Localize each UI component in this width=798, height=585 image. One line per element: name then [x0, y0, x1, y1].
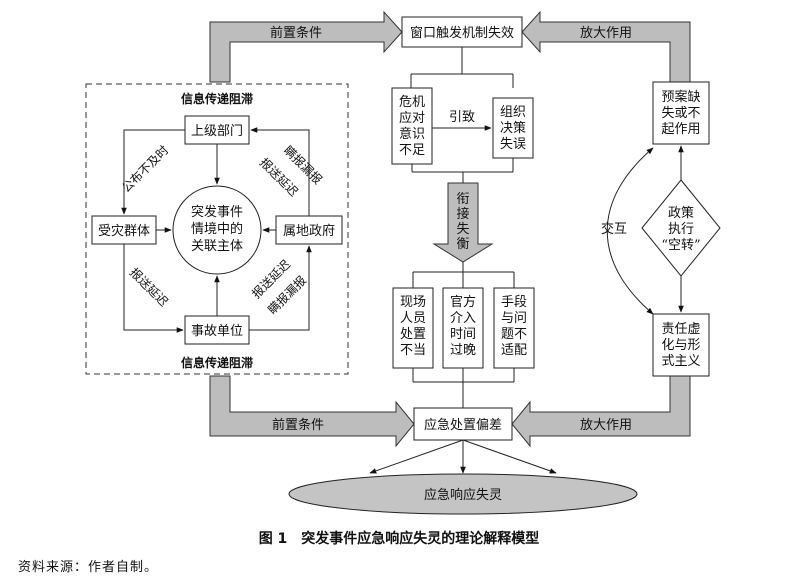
crisis-awareness-text: 危机 应对 意识 不足	[399, 95, 425, 158]
handling-deviation-text: 应急处置偏差	[424, 417, 502, 433]
node-line: 执行	[668, 222, 694, 237]
node-line: 式主义	[661, 354, 700, 369]
amplify-label-top: 放大作用	[580, 26, 632, 41]
accident-unit-text: 事故单位	[191, 324, 243, 339]
center-subjects-text: 突发事件 情境中的 关联主体	[191, 204, 243, 254]
model-diagram: 前置条件 放大作用 前置条件 放大作用 衔 接 失 衡 窗口触发机制失效 危机 …	[85, 10, 721, 515]
node-line: 应对	[399, 110, 425, 126]
handling-deviation-box	[413, 407, 513, 441]
node-line: 现场	[400, 295, 426, 310]
node-line: 突发事件	[191, 204, 243, 220]
amplify-label-bottom: 放大作用	[580, 418, 632, 433]
interaction-label: 交互	[601, 221, 627, 237]
response-failure-ellipse	[288, 473, 638, 515]
means-problem-text: 手段 与问 题不 适配	[501, 295, 527, 358]
node-line: 意识	[399, 126, 425, 142]
bridge-char: 衡	[456, 237, 469, 252]
bridge-char: 接	[456, 206, 469, 222]
top-bracket-lines	[410, 47, 514, 88]
affected-group-box	[91, 215, 157, 245]
mid-bracket-lines	[411, 158, 514, 183]
node-line: 人员	[400, 311, 426, 326]
lead-to-label: 引致	[449, 110, 475, 125]
premise-label-bottom: 前置条件	[272, 417, 324, 433]
figure-caption: 图 1 突发事件应急响应失灵的理论解释模型	[258, 531, 540, 547]
figure-source: 资料来源：作者自制。	[18, 560, 159, 575]
superior-dept-box	[184, 115, 250, 145]
diagonal-arrows	[121, 127, 312, 333]
responsibility-text: 责任虚 化与形 式主义	[661, 322, 700, 369]
local-gov-text: 属地政府	[283, 224, 335, 239]
node-line: 政策	[668, 205, 694, 221]
affected-group-text: 受灾群体	[98, 223, 150, 239]
bridge-down-arrow	[432, 182, 494, 263]
info-block-frame	[85, 83, 349, 375]
node-line: 不足	[399, 143, 425, 158]
node-line: 危机	[399, 95, 425, 110]
node-line: 责任虚	[661, 322, 700, 337]
response-failure-text: 应急响应失灵	[424, 487, 502, 503]
node-line: 官方	[450, 294, 476, 310]
onsite-staff-box	[392, 287, 434, 369]
node-line: 失或不	[661, 106, 700, 121]
node-line: 起作用	[661, 122, 700, 137]
interaction-arc	[606, 147, 654, 315]
bottom-bracket-lines	[412, 368, 515, 408]
node-line: 与问	[501, 311, 527, 326]
node-line: 情境中的	[191, 221, 243, 237]
node-line: 介入	[450, 311, 476, 326]
means-problem-box	[493, 287, 535, 369]
node-line: 过晚	[450, 343, 476, 358]
bottom-left-flow-arrow	[209, 375, 415, 448]
window-mechanism-text: 窗口触发机制失效	[410, 25, 514, 41]
accident-unit-box	[184, 315, 250, 345]
info-block-label-top: 信息传递阻滞	[181, 91, 253, 106]
info-block-label-bottom: 信息传递阻滞	[181, 355, 253, 370]
center-subjects-circle	[172, 185, 262, 275]
premise-label-top: 前置条件	[270, 25, 322, 41]
official-late-box	[442, 287, 484, 369]
policy-idle-text: 政策 执行 “空转”	[661, 205, 700, 253]
bridge-char: 衔	[456, 192, 469, 207]
crisis-awareness-box	[391, 87, 433, 165]
node-line: 适配	[501, 343, 527, 358]
org-decision-text: 组织 决策 失误	[500, 105, 526, 152]
bridge-char: 失	[456, 222, 469, 237]
window-mechanism-box	[401, 16, 523, 48]
top-right-flow-arrow	[521, 10, 691, 83]
node-line: 关联主体	[191, 239, 243, 254]
lower-bracket-lines	[412, 262, 515, 288]
bridge-label: 衔 接 失 衡	[456, 192, 469, 252]
responsibility-box	[652, 313, 710, 377]
publish-late-label: 公布不及时	[119, 143, 171, 195]
node-line: 题不	[501, 327, 527, 342]
node-line: 手段	[501, 295, 527, 310]
local-gov-box	[275, 215, 343, 245]
node-line: 化与形	[661, 338, 700, 353]
superior-dept-text: 上级部门	[191, 124, 243, 139]
fan-arrows	[369, 439, 557, 474]
node-line: 决策	[500, 120, 526, 136]
report-delay-label-left: 报送延迟	[127, 265, 172, 310]
official-late-text: 官方 介入 时间 过晚	[450, 294, 476, 358]
node-line: “空转”	[661, 238, 700, 253]
onsite-staff-text: 现场 人员 处置 不当	[400, 295, 426, 358]
node-line: 组织	[500, 105, 526, 120]
node-line: 时间	[450, 327, 476, 342]
plan-failure-text: 预案缺 失或不 起作用	[661, 90, 700, 137]
node-line: 预案缺	[661, 90, 700, 105]
plan-failure-box	[652, 81, 710, 145]
bottom-right-flow-arrow	[511, 375, 691, 448]
node-line: 失误	[500, 137, 526, 152]
node-line: 不当	[400, 343, 426, 358]
into-center-arrows	[156, 144, 276, 316]
node-line: 处置	[400, 327, 426, 342]
org-decision-box	[492, 97, 534, 159]
top-left-flow-arrow	[209, 10, 403, 83]
